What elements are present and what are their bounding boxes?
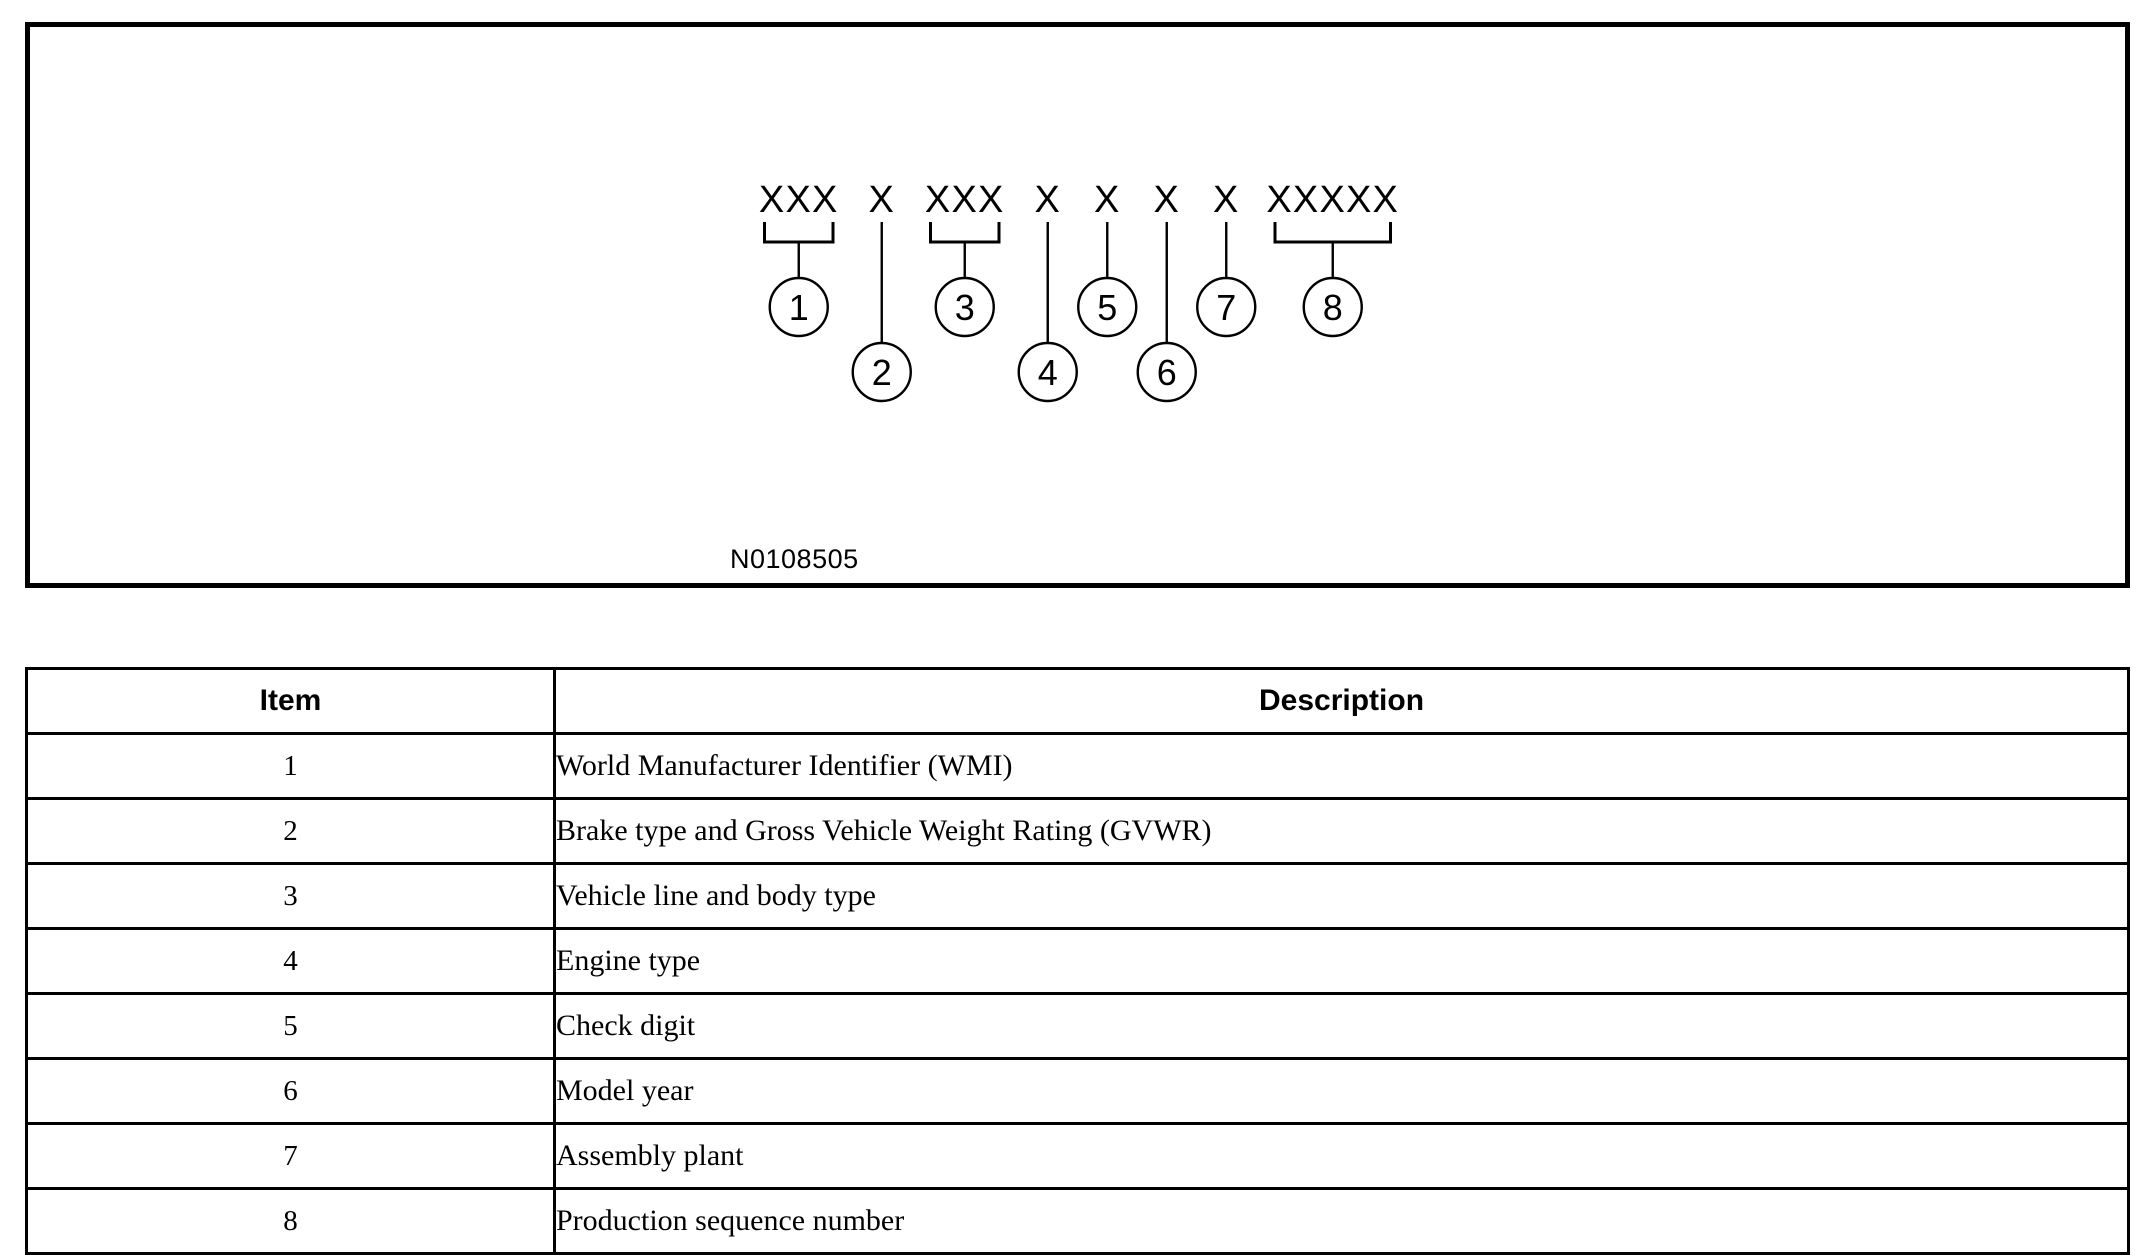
cell-item-number: 1 — [25, 732, 556, 800]
group-bracket — [1273, 222, 1392, 244]
cell-item-number: 3 — [25, 862, 556, 930]
callout-number: 2 — [872, 352, 892, 393]
callout-number: 4 — [1038, 352, 1058, 393]
cell-item-number: 8 — [25, 1187, 556, 1255]
cell-description-text: World Manufacturer Identifier (WMI) — [553, 732, 2130, 800]
callout-number: 8 — [1323, 287, 1343, 328]
figure-reference-label: N0108505 — [730, 544, 859, 574]
column-header-description: Description — [553, 667, 2130, 735]
callout-number: 3 — [955, 287, 975, 328]
callout-number: 6 — [1157, 352, 1177, 393]
cell-item-number: 7 — [25, 1122, 556, 1190]
cell-description-text: Brake type and Gross Vehicle Weight Rati… — [553, 797, 2130, 865]
vin-character-group: XXX — [759, 179, 839, 221]
group-bracket — [929, 222, 1001, 244]
cell-description-text: Model year — [553, 1057, 2130, 1125]
vin-character-group: XXXXX — [1266, 179, 1399, 221]
vin-character-group: X — [1153, 179, 1180, 221]
table-header-row: Item Description — [25, 667, 2130, 735]
callout-number: 7 — [1216, 287, 1236, 328]
cell-item-number: 6 — [25, 1057, 556, 1125]
callout-circle — [768, 276, 829, 338]
cell-item-number: 4 — [25, 927, 556, 995]
vin-character-group: X — [868, 179, 895, 221]
callout-number: 1 — [789, 287, 809, 328]
column-header-item: Item — [25, 667, 556, 735]
vin-character-group: X — [1034, 179, 1061, 221]
callout-circle — [1302, 276, 1363, 338]
vin-character-group: X — [1094, 179, 1121, 221]
cell-description-text: Assembly plant — [553, 1122, 2130, 1190]
vin-character-group: XXX — [925, 179, 1005, 221]
vin-pattern-diagram: XXX 1 X 2 XXX 3 X 4 X 5 X 6 X 7 XXXXX 8 — [759, 179, 1399, 403]
callout-circle — [851, 341, 912, 403]
group-bracket — [763, 222, 835, 244]
callout-circle — [1077, 276, 1138, 338]
callout-number: 5 — [1097, 287, 1117, 328]
cell-description-text: Production sequence number — [553, 1187, 2130, 1255]
callout-circle — [1017, 341, 1078, 403]
cell-description-text: Engine type — [553, 927, 2130, 995]
callout-circle — [1196, 276, 1257, 338]
callout-circle — [934, 276, 995, 338]
callout-circle — [1136, 341, 1197, 403]
cell-description-text: Vehicle line and body type — [553, 862, 2130, 930]
cell-item-number: 5 — [25, 992, 556, 1060]
cell-description-text: Check digit — [553, 992, 2130, 1060]
vin-character-group: X — [1213, 179, 1240, 221]
illustration-frame: XXX 1 X 2 XXX 3 X 4 X 5 X 6 X 7 XXXXX 8 N0108505 — [25, 22, 2130, 588]
cell-item-number: 2 — [25, 797, 556, 865]
